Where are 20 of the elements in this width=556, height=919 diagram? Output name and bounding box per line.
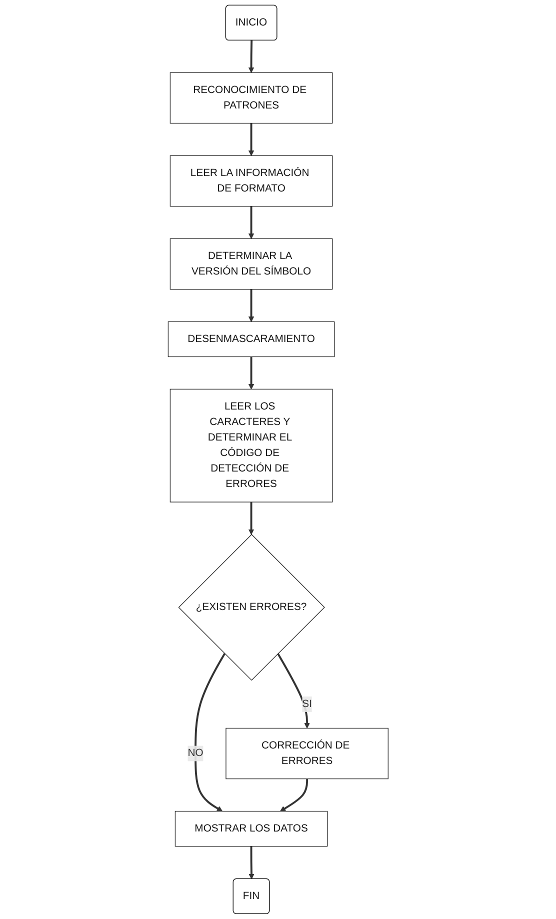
arrow [248, 289, 254, 322]
node-diamond: ¿EXISTEN ERRORES? [178, 534, 325, 681]
edge-label: SI [302, 698, 312, 710]
node-box: LEER LA INFORMACIÓN DE FORMATO [170, 155, 332, 207]
node-box: RECONOCIMIENTO DE PATRONES [170, 72, 332, 124]
arrow [248, 40, 254, 73]
node-box: MOSTRAR LOS DATOS [174, 810, 328, 847]
arrow [248, 123, 254, 156]
arrow [280, 778, 308, 812]
arrow [248, 356, 254, 390]
arrow [248, 502, 254, 535]
arrow [248, 846, 254, 880]
edge-label: NO [188, 748, 204, 759]
arrow [276, 653, 310, 729]
node-box: LEER LOS CARACTERES Y DETERMINAR EL CÓDIGO DE DETECCIÓN DE ERRORES [170, 388, 332, 502]
node-box: DESENMASCARAMIENTO [168, 321, 335, 358]
node-box: CORRECCIÓN DE ERRORES [225, 728, 388, 780]
arrow [194, 653, 226, 812]
node-box: DETERMINAR LA VERSIÓN DEL SÍMBOLO [170, 238, 332, 290]
arrow [248, 206, 254, 239]
